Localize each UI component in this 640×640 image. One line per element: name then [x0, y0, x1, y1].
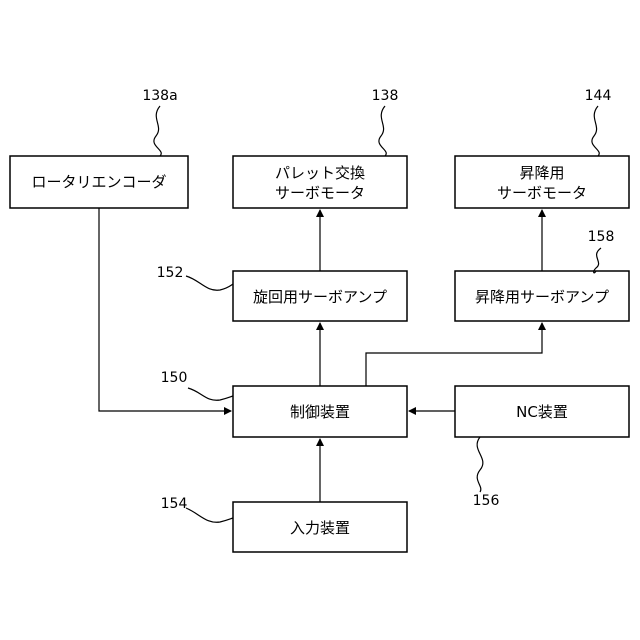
ref-150-leader: [188, 388, 233, 400]
ref-156: 156: [473, 493, 500, 509]
ref-158: 158: [588, 229, 615, 245]
controller-label: 制御装置: [290, 403, 350, 421]
ref-152: 152: [157, 265, 184, 281]
ref-138: 138: [372, 88, 399, 104]
rotary-encoder-label: ロータリエンコーダ: [31, 173, 166, 191]
ref-138-leader: [379, 106, 386, 156]
pallet-servo-label-line1: パレット交換: [275, 164, 365, 182]
input-device-label: 入力装置: [290, 519, 350, 537]
lift-servo-motor-block: 昇降用 サーボモータ: [455, 156, 629, 208]
ref-144-leader: [592, 106, 599, 156]
nc-device-block: NC装置: [455, 386, 629, 437]
swivel-servo-amp-block: 旋回用サーボアンプ: [233, 271, 407, 321]
pallet-servo-label-line2: サーボモータ: [275, 184, 365, 202]
lift-servo-label-line1: 昇降用: [519, 164, 564, 182]
ref-138a: 138a: [142, 88, 177, 104]
lift-amp-label: 昇降用サーボアンプ: [475, 288, 609, 306]
ref-150: 150: [161, 370, 188, 386]
lift-servo-label-line2: サーボモータ: [497, 184, 587, 202]
lift-servo-amp-block: 昇降用サーボアンプ: [455, 271, 629, 321]
input-device-block: 入力装置: [233, 502, 407, 552]
ref-152-leader: [186, 276, 233, 290]
ref-154-leader: [186, 508, 233, 522]
ref-158-leader: [594, 248, 601, 273]
ref-138a-leader: [154, 106, 161, 156]
controller-to-lift-amp-arrow: [366, 323, 542, 386]
pallet-exchange-servo-motor-block: パレット交換 サーボモータ: [233, 156, 407, 208]
rotary-encoder-block: ロータリエンコーダ: [10, 156, 188, 208]
ref-154: 154: [161, 496, 188, 512]
swivel-amp-label: 旋回用サーボアンプ: [253, 288, 387, 306]
nc-device-label: NC装置: [516, 403, 568, 421]
ref-144: 144: [585, 88, 612, 104]
controller-block: 制御装置: [233, 386, 407, 437]
ref-156-leader: [477, 437, 483, 492]
